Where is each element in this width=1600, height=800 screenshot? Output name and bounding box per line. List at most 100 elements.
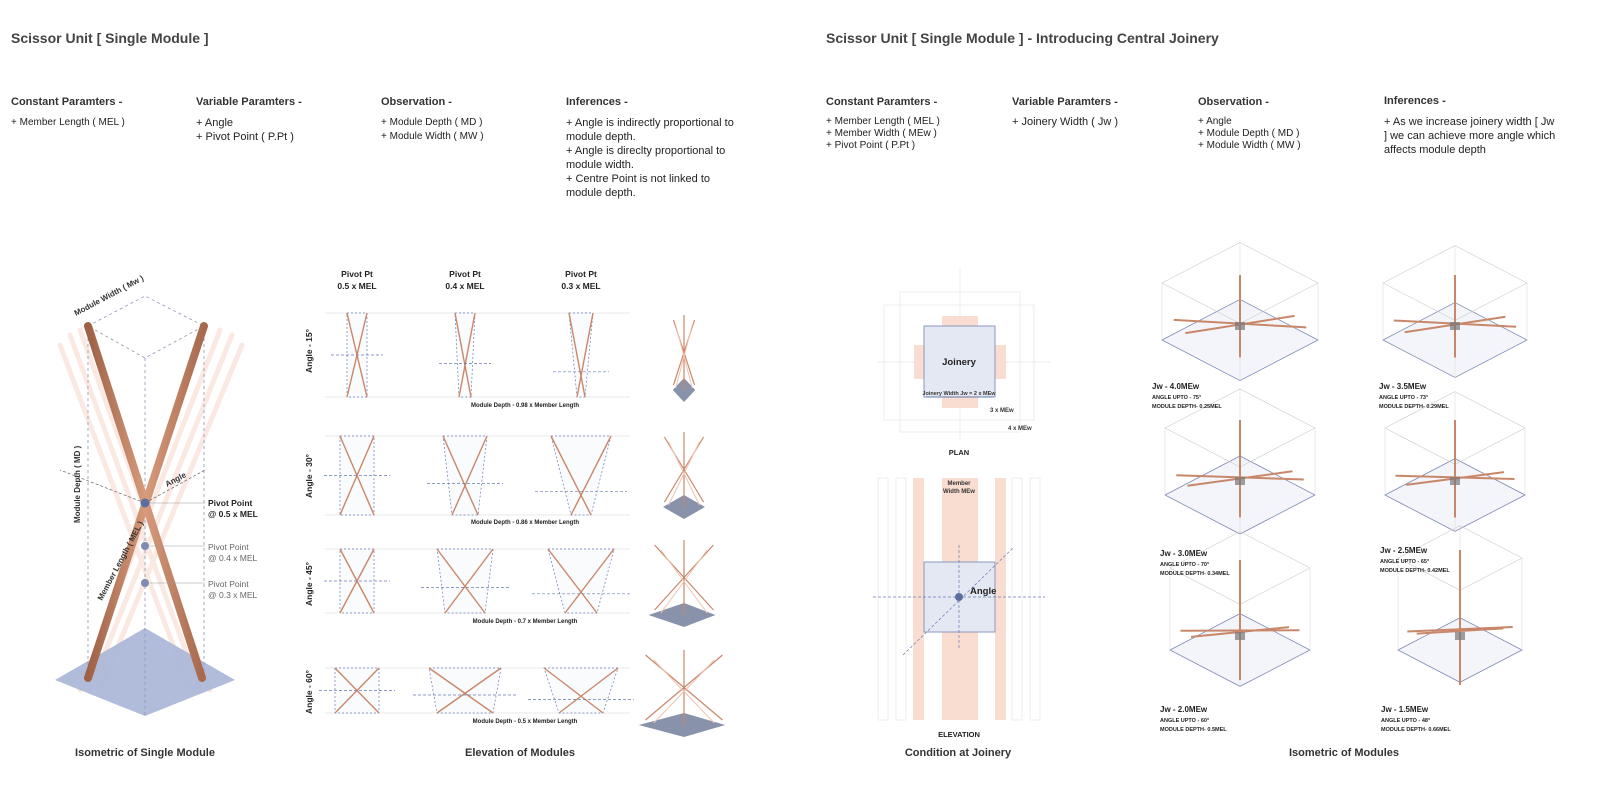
elevation-cell <box>324 548 390 614</box>
cell-outline <box>442 435 488 516</box>
module-jw-5: Jw - 2.0MEw <box>1160 705 1208 714</box>
caption-elevation: Elevation of Modules <box>464 747 575 759</box>
module-joinery <box>1450 322 1460 330</box>
left-inferences-section: Inferences - + Angle is indirectly propo… <box>566 96 746 200</box>
elevation-cell <box>331 312 383 398</box>
elev-pivot <box>955 593 963 601</box>
list-item: + Module Width ( MW ) <box>381 130 484 142</box>
cell-member <box>458 312 476 398</box>
list-item: + Joinery Width ( Jw ) <box>1012 116 1119 128</box>
list-item: + Member Length ( MEL ) <box>826 116 940 127</box>
section-heading: Observation - <box>1198 96 1269 108</box>
mini-iso <box>663 432 705 519</box>
plan-label: PLAN <box>949 448 969 457</box>
mini-ghost <box>653 659 715 724</box>
caption-iso-single: Isometric of Single Module <box>75 747 215 759</box>
member-width-l1: Member <box>947 481 971 487</box>
depth-label-60: Module Depth - 0.5 x Member Length <box>473 719 578 725</box>
module-depth-2: MODULE DEPTH- 0.29MEL <box>1379 404 1449 410</box>
cell-member <box>451 435 488 516</box>
cell-member <box>558 667 619 714</box>
caption-iso-modules: Isometric of Modules <box>1288 747 1400 759</box>
module-iso <box>1164 388 1316 535</box>
pivot-label-04a: Pivot Point <box>208 542 249 552</box>
left-variable-section: Variable Paramters - + Angle + Pivot Poi… <box>196 96 366 144</box>
section-heading: Variable Paramters - <box>1012 96 1118 108</box>
left-constant-section: Constant Paramters - + Member Length ( M… <box>11 96 181 130</box>
depth-label-30: Module Depth - 0.86 x Member Length <box>471 520 579 526</box>
module-jw-2: Jw - 3.5MEw <box>1379 382 1427 391</box>
elevation-cell <box>421 548 509 614</box>
col-head-05-l2: 0.5 x MEL <box>337 281 376 291</box>
list-item: + Pivot Point ( P.Pt ) <box>196 131 294 143</box>
module-angle-2: ANGLE UPTO - 73° <box>1379 395 1428 401</box>
caption-joinery: Condition at Joinery <box>904 747 1012 759</box>
module-angle-4: ANGLE UPTO - 65° <box>1380 559 1429 565</box>
depth-label-15: Module Depth - 0.98 x Member Length <box>471 403 579 409</box>
module-angle-6: ANGLE UPTO - 48° <box>1381 718 1430 724</box>
cell-member <box>436 548 486 614</box>
elevation-cell <box>439 312 491 398</box>
cell-member <box>570 435 612 516</box>
cell-member <box>568 312 586 398</box>
col-head-04-l2: 0.4 x MEL <box>445 281 484 291</box>
mini-member <box>654 544 714 611</box>
section-heading: Inferences - <box>566 96 628 108</box>
elevation-cells <box>319 312 634 714</box>
module-depth-4: MODULE DEPTH- 0.42MEL <box>1380 568 1450 574</box>
cell-member <box>543 667 604 714</box>
elevation-label: ELEVATION <box>938 730 980 739</box>
mini-plate <box>648 603 716 627</box>
row-angle-60: Angle - 60° <box>304 669 314 714</box>
col-head-04-l1: Pivot Pt <box>449 269 481 279</box>
module-jw-6: Jw - 1.5MEw <box>1381 705 1429 714</box>
pivot-point-05 <box>140 498 150 508</box>
module-angle-5: ANGLE UPTO - 60° <box>1160 718 1209 724</box>
mini-ghost <box>675 324 693 389</box>
mini-iso <box>672 315 696 402</box>
mini-member <box>645 654 723 721</box>
module-iso <box>1382 245 1528 378</box>
row-angle-45: Angle - 45° <box>304 561 314 606</box>
cell-member <box>444 548 494 614</box>
list-item: + Module Width ( MW ) <box>1198 140 1301 151</box>
pivot-label-03a: Pivot Point <box>208 579 249 589</box>
mini-iso <box>648 540 716 627</box>
row-angle-30: Angle - 30° <box>304 453 314 498</box>
module-depth-label: Module Depth ( MD ) <box>73 445 82 523</box>
module-joinery <box>1235 632 1245 640</box>
module-depth-1: MODULE DEPTH- 0.25MEL <box>1152 404 1222 410</box>
right-constant-section: Constant Paramters - + Member Length ( M… <box>826 96 1001 152</box>
member-width-l2: Width MEw <box>943 489 975 495</box>
right-title: Scissor Unit [ Single Module ] - Introdu… <box>826 30 1219 46</box>
depth-label-45: Module Depth - 0.7 x Member Length <box>473 619 578 625</box>
elevation-cell <box>427 435 503 516</box>
module-jw-3: Jw - 3.0MEw <box>1160 549 1208 558</box>
dim-4mew: 4 x MEw <box>1008 426 1032 432</box>
list-item: + As we increase joinery width [ Jw ] we… <box>1384 116 1556 156</box>
cell-member <box>454 312 472 398</box>
pivot-point-04 <box>141 542 149 550</box>
module-angle-1: ANGLE UPTO - 75° <box>1152 395 1201 401</box>
elevation-cell <box>413 667 517 714</box>
module-iso <box>1169 531 1311 687</box>
mini-iso <box>638 650 726 737</box>
module-angle-3: ANGLE UPTO - 70° <box>1160 562 1209 568</box>
section-heading: Variable Paramters - <box>196 96 302 108</box>
module-jw-4: Jw - 2.5MEw <box>1380 546 1428 555</box>
section-heading: Inferences - <box>1384 95 1446 107</box>
list-item: + Member Length ( MEL ) <box>11 117 125 128</box>
elevation-cell <box>324 435 390 516</box>
module-joinery <box>1235 322 1245 330</box>
module-iso <box>1161 242 1319 382</box>
module-member <box>1407 625 1513 633</box>
pivot-label-05a: Pivot Point <box>208 498 253 508</box>
pivot-label-03b: @ 0.3 x MEL <box>208 590 258 600</box>
right-variable-section: Variable Paramters - + Joinery Width ( J… <box>1012 96 1182 130</box>
module-member <box>1416 627 1504 635</box>
cell-member <box>547 548 598 614</box>
